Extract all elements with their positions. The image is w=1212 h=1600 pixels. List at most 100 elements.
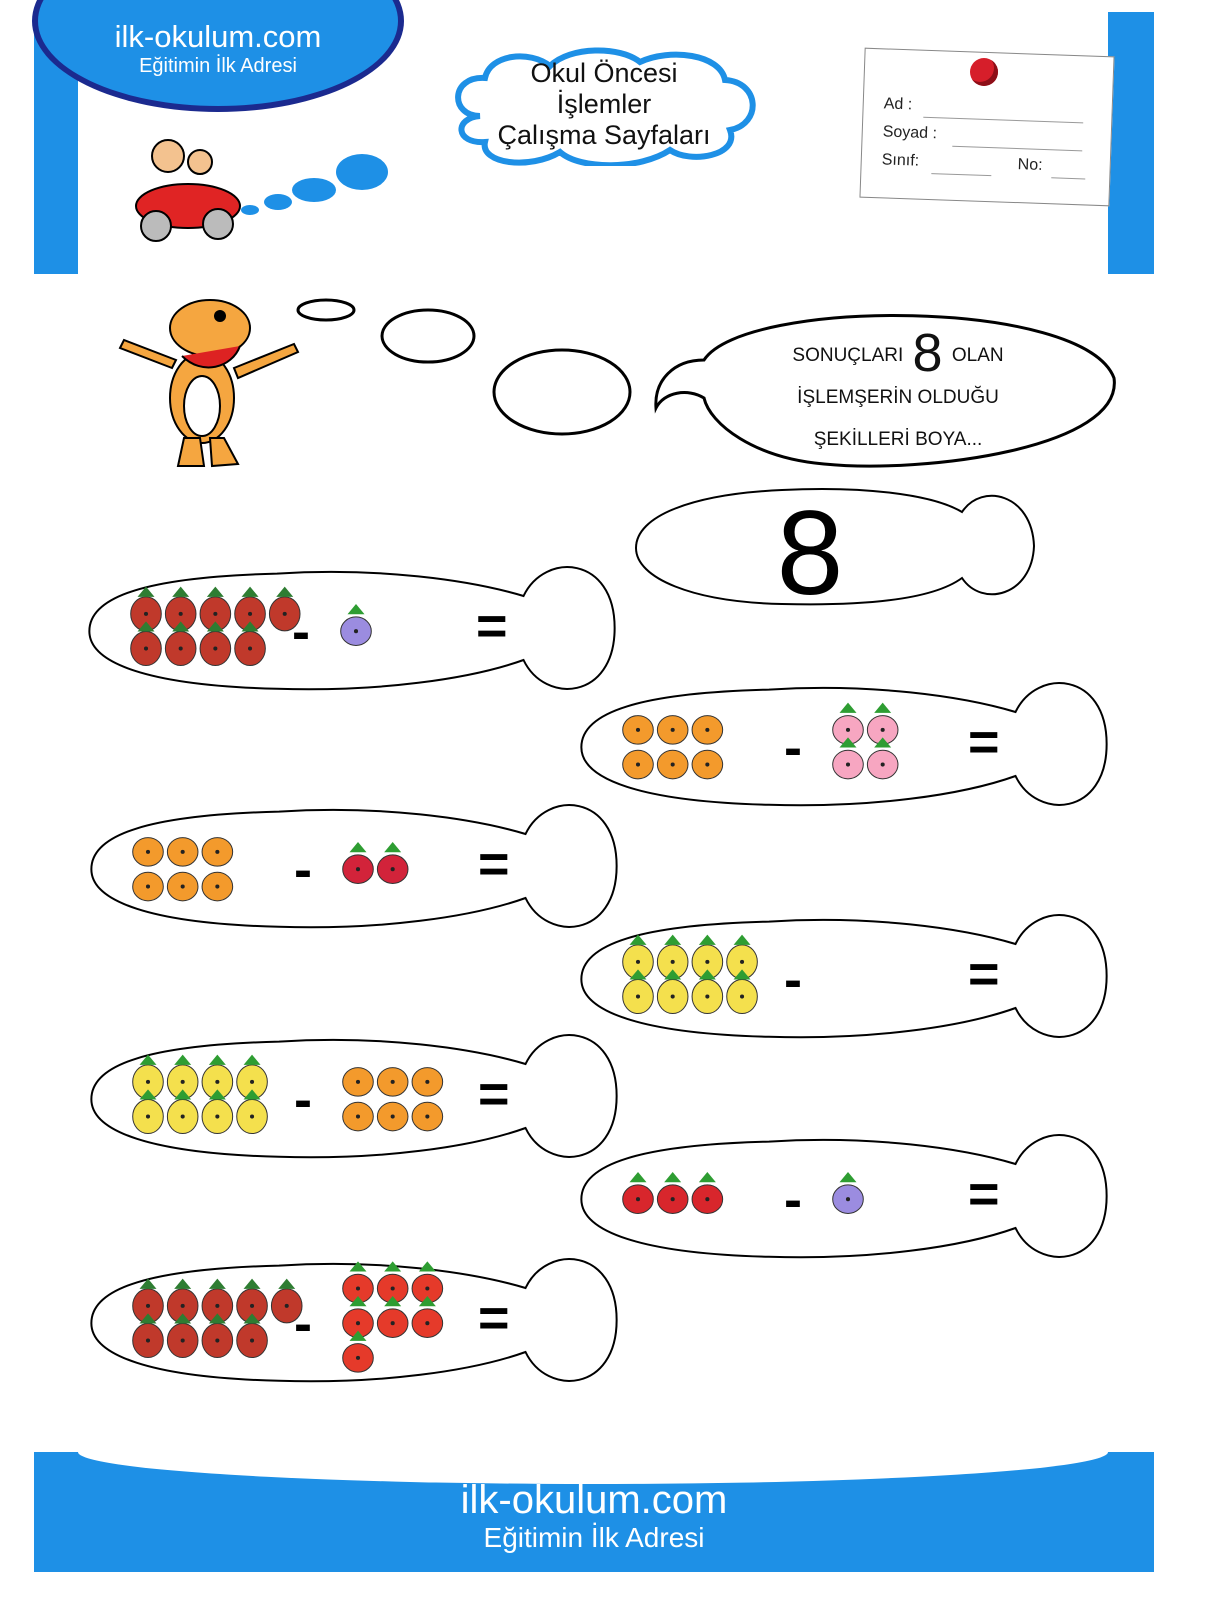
tomato-icon <box>342 1330 374 1373</box>
pineapple-icon <box>236 1054 268 1100</box>
pineapple-red-icon <box>236 1313 268 1359</box>
raspberry-icon <box>342 842 374 884</box>
minus-sign: - <box>294 840 312 901</box>
pineapple-icon <box>691 969 724 1015</box>
instruction-after: OLAN <box>951 345 1004 366</box>
orange-icon <box>376 1067 409 1097</box>
exercise-balloon[interactable] <box>86 1016 622 1176</box>
orange-icon <box>132 837 164 867</box>
equals-sign: = <box>968 1164 1000 1225</box>
pineapple-red-icon <box>236 1278 268 1324</box>
pineapple-icon <box>656 969 689 1015</box>
thought-dots <box>241 154 388 215</box>
equals-sign: = <box>968 712 1000 773</box>
equals-sign: = <box>478 1288 510 1349</box>
orange-icon <box>691 715 724 745</box>
strawberry-icon <box>622 1172 654 1214</box>
strawberry-icon <box>691 1172 724 1214</box>
instruction-line-1: SONUÇLARI 8 OLAN <box>718 326 1078 380</box>
pineapple-icon <box>132 1089 164 1135</box>
pineapple-icon <box>656 934 689 980</box>
orange-icon <box>622 715 654 745</box>
pineapple-red-icon <box>234 586 266 632</box>
orange-icon <box>656 715 689 745</box>
minus-sign: - <box>292 602 310 663</box>
orange-icon <box>201 871 234 902</box>
exercise-balloon[interactable] <box>86 786 622 946</box>
pineapple-red-icon <box>268 586 301 632</box>
pineapple-icon <box>201 1054 234 1100</box>
title-cloud <box>455 47 756 166</box>
thought-ovals <box>296 298 632 436</box>
no-line[interactable] <box>1051 177 1086 180</box>
pineapple-icon <box>236 1089 268 1135</box>
equals-sign: = <box>478 834 510 895</box>
exercise-balloon[interactable] <box>576 664 1112 824</box>
strawberry-icon <box>656 1172 689 1214</box>
exercise-balloon[interactable] <box>84 548 620 708</box>
logo-tagline: Eğitimin İlk Adresi <box>139 55 297 77</box>
target-number: 8 <box>776 486 844 620</box>
pineapple-icon <box>166 1089 199 1135</box>
target-balloon <box>634 488 1036 606</box>
pineapple-red-icon <box>201 1313 234 1359</box>
minus-sign: - <box>784 718 802 779</box>
pineapple-red-icon <box>166 1313 199 1359</box>
orange-icon <box>691 749 724 780</box>
grape-icon <box>340 604 372 646</box>
pineapple-icon <box>726 969 758 1015</box>
exercise-balloon[interactable] <box>86 1240 622 1400</box>
pineapple-red-icon <box>234 621 266 667</box>
dog-mascot <box>118 299 300 468</box>
pineapple-red-icon <box>130 621 162 667</box>
footer-tagline: Eğitimin İlk Adresi <box>483 1522 705 1553</box>
pineapple-red-icon <box>199 621 232 667</box>
orange-icon <box>622 749 654 780</box>
orange-icon <box>166 871 199 902</box>
pineapple-red-icon <box>270 1278 303 1324</box>
logo-site: ilk-okulum.com <box>114 19 322 54</box>
instruction-line-3: ŞEKİLLERİ BOYA... <box>813 429 983 450</box>
footer-logo[interactable]: ilk-okulum.com Eğitimin İlk Adresi <box>34 1478 1154 1554</box>
title-line-2: İşlemler <box>556 89 652 119</box>
minus-sign: - <box>294 1294 312 1355</box>
equals-sign: = <box>476 596 508 657</box>
pineapple-icon <box>726 934 758 980</box>
instruction-before: SONUÇLARI <box>792 345 904 366</box>
title-line-3: Çalışma Sayfaları <box>497 120 711 150</box>
minus-sign: - <box>294 1070 312 1131</box>
orange-icon <box>166 837 199 867</box>
minus-sign: - <box>784 1170 802 1231</box>
exercise-balloon[interactable] <box>576 1116 1112 1276</box>
sinif-line[interactable] <box>931 173 992 177</box>
orange-icon <box>411 1101 444 1132</box>
speech-bubble <box>654 314 1116 468</box>
pin-icon <box>970 58 998 86</box>
logo[interactable]: ilk-okulum.com Eğitimin İlk Adresi <box>32 20 404 78</box>
orange-icon <box>132 871 164 902</box>
tomato-icon <box>376 1296 409 1338</box>
ad-label: Ad : <box>883 95 913 114</box>
title-line-1: Okul Öncesi <box>530 58 678 88</box>
soyad-line[interactable] <box>952 145 1083 152</box>
pineapple-red-icon <box>132 1313 164 1359</box>
tomato-icon <box>342 1261 374 1304</box>
equals-sign: = <box>478 1064 510 1125</box>
donut-icon <box>832 737 864 780</box>
orange-icon <box>342 1101 374 1132</box>
no-label: No: <box>1017 156 1043 174</box>
instruction-text: SONUÇLARI 8 OLAN İŞLEMŞERİN OLDUĞU ŞEKİL… <box>718 326 1078 461</box>
pineapple-icon <box>201 1089 234 1135</box>
orange-icon <box>201 837 234 867</box>
sinif-label: Sınıf: <box>881 151 920 170</box>
orange-icon <box>342 1067 374 1097</box>
ad-line[interactable] <box>923 116 1084 124</box>
orange-icon <box>411 1067 444 1097</box>
exercise-balloon[interactable] <box>576 896 1112 1056</box>
instruction-number: 8 <box>912 323 943 383</box>
footer-site: ilk-okulum.com <box>460 1478 728 1522</box>
orange-icon <box>376 1101 409 1132</box>
pineapple-red-icon <box>164 621 197 667</box>
donut-icon <box>866 737 899 780</box>
pineapple-red-icon <box>199 586 232 632</box>
